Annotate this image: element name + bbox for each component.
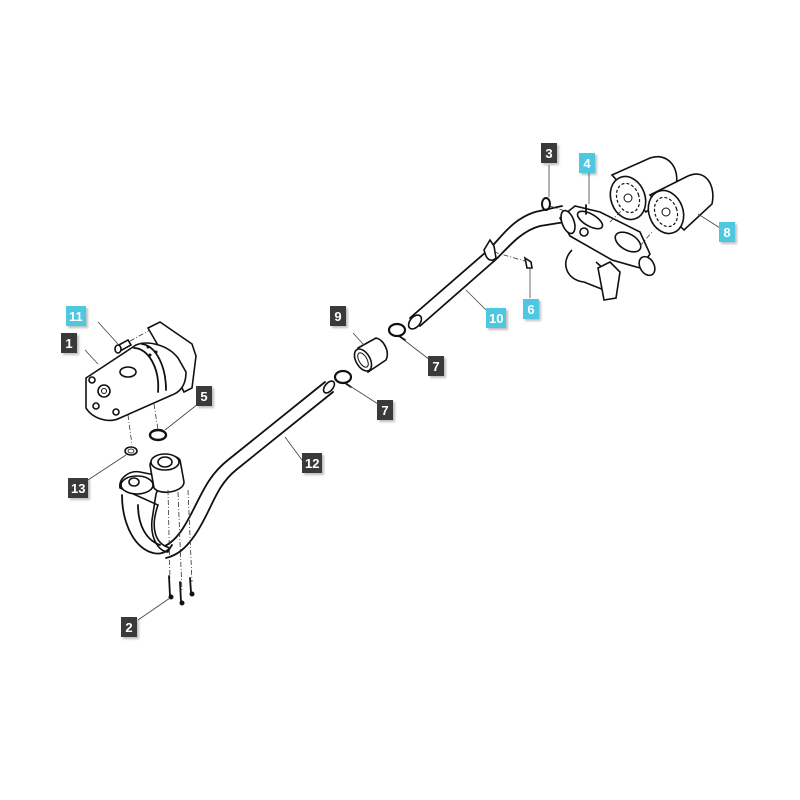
callout-5[interactable]: 5: [196, 386, 212, 406]
callout-8[interactable]: 8: [719, 222, 735, 242]
o-ring-part-5[interactable]: [148, 403, 199, 442]
bolts-part-2[interactable]: [137, 489, 195, 621]
callout-7-upper[interactable]: 7: [428, 356, 444, 376]
callout-13[interactable]: 13: [68, 478, 89, 498]
callout-4[interactable]: 4: [579, 153, 595, 173]
callout-6[interactable]: 6: [523, 299, 539, 319]
o-ring-part-3[interactable]: [541, 165, 569, 213]
callout-9[interactable]: 9: [330, 306, 346, 326]
o-ring-part-13[interactable]: [87, 414, 138, 481]
callout-11[interactable]: 11: [66, 306, 86, 326]
screw-part-6[interactable]: [523, 256, 533, 298]
callout-3[interactable]: 3: [541, 143, 557, 163]
callout-7-lower[interactable]: 7: [377, 400, 393, 420]
callout-12[interactable]: 12: [302, 453, 323, 473]
bolt-part-11[interactable]: [97, 321, 151, 354]
hose-clamp-part-7-upper[interactable]: [387, 322, 431, 361]
hose-part-9[interactable]: [351, 332, 389, 374]
pipe-part-10[interactable]: [406, 205, 566, 331]
hydraulic-pump-part-1[interactable]: [84, 321, 197, 422]
callout-2[interactable]: 2: [121, 617, 137, 637]
hose-clamp-part-7-lower[interactable]: [333, 369, 379, 405]
elbow-flange-block[interactable]: [119, 453, 185, 555]
filter-head-part-4[interactable]: [558, 171, 658, 301]
callout-1[interactable]: 1: [61, 333, 77, 353]
callout-10[interactable]: 10: [486, 308, 507, 328]
filter-cartridges-part-8[interactable]: [605, 155, 721, 247]
